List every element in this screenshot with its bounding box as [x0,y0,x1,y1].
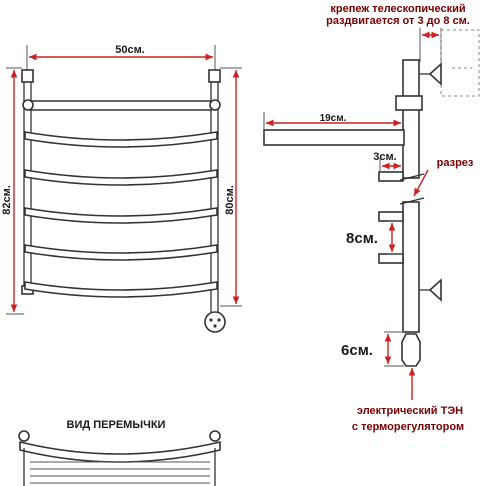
bridge-curved-rail [19,440,221,463]
side-riser-lower [402,201,420,333]
height-82-label: 82см. [1,185,13,215]
height-80-label: 80см. [224,185,236,215]
heater-element [401,333,421,367]
top-rail-nut-right [209,99,221,111]
cut-arrow [413,169,429,197]
side-view: крепеж телескопический раздвигается от 3… [263,3,480,433]
knob-dot-1 [209,318,213,322]
side-stub-1 [378,171,404,182]
rail-2 [24,169,218,186]
top-rail [25,100,215,111]
spacing-label: 8см. [346,230,378,247]
bracket-top-cone [428,62,442,86]
left-top-mount [21,69,34,83]
rail-3 [24,207,218,224]
rail-5 [24,281,218,298]
offset-label: 3см. [373,151,396,163]
knob-dot-3 [213,324,217,328]
mount-note-line-1: крепеж телескопический [330,3,465,15]
depth-label: 19см. [320,113,347,124]
rail-4 [24,244,218,261]
bridge-nut-left [18,430,30,442]
heater-note-line-2: с терморегулятором [352,421,464,433]
right-top-mount [208,69,221,83]
cut-label: разрез [437,157,474,169]
side-top-arm [263,129,405,146]
cut-break-lines [399,173,425,205]
knob-dot-2 [217,318,221,322]
side-stub-3 [378,253,404,264]
thermostat-knob [204,311,226,333]
bracket-bottom-cone [428,278,442,302]
heater-height-label: 6см. [341,342,373,359]
rail-1 [24,131,218,148]
heater-note-line-1: электрический ТЭН [357,405,463,417]
wall-section [440,29,480,97]
bridge-nut-right [209,430,221,442]
side-stub-2 [378,211,404,222]
front-view: 50см. 82см. 80см. [1,44,242,333]
side-top-clamp [395,95,423,111]
top-rail-nut-left [22,99,34,111]
side-riser-upper [402,59,420,179]
mount-note-line-2: раздвигается от 3 до 8 см. [326,15,470,27]
bridge-view-label: ВИД ПЕРЕМЫЧКИ [67,419,166,431]
width-label: 50см. [115,44,145,56]
bridge-view: ВИД ПЕРЕМЫЧКИ [18,419,221,486]
